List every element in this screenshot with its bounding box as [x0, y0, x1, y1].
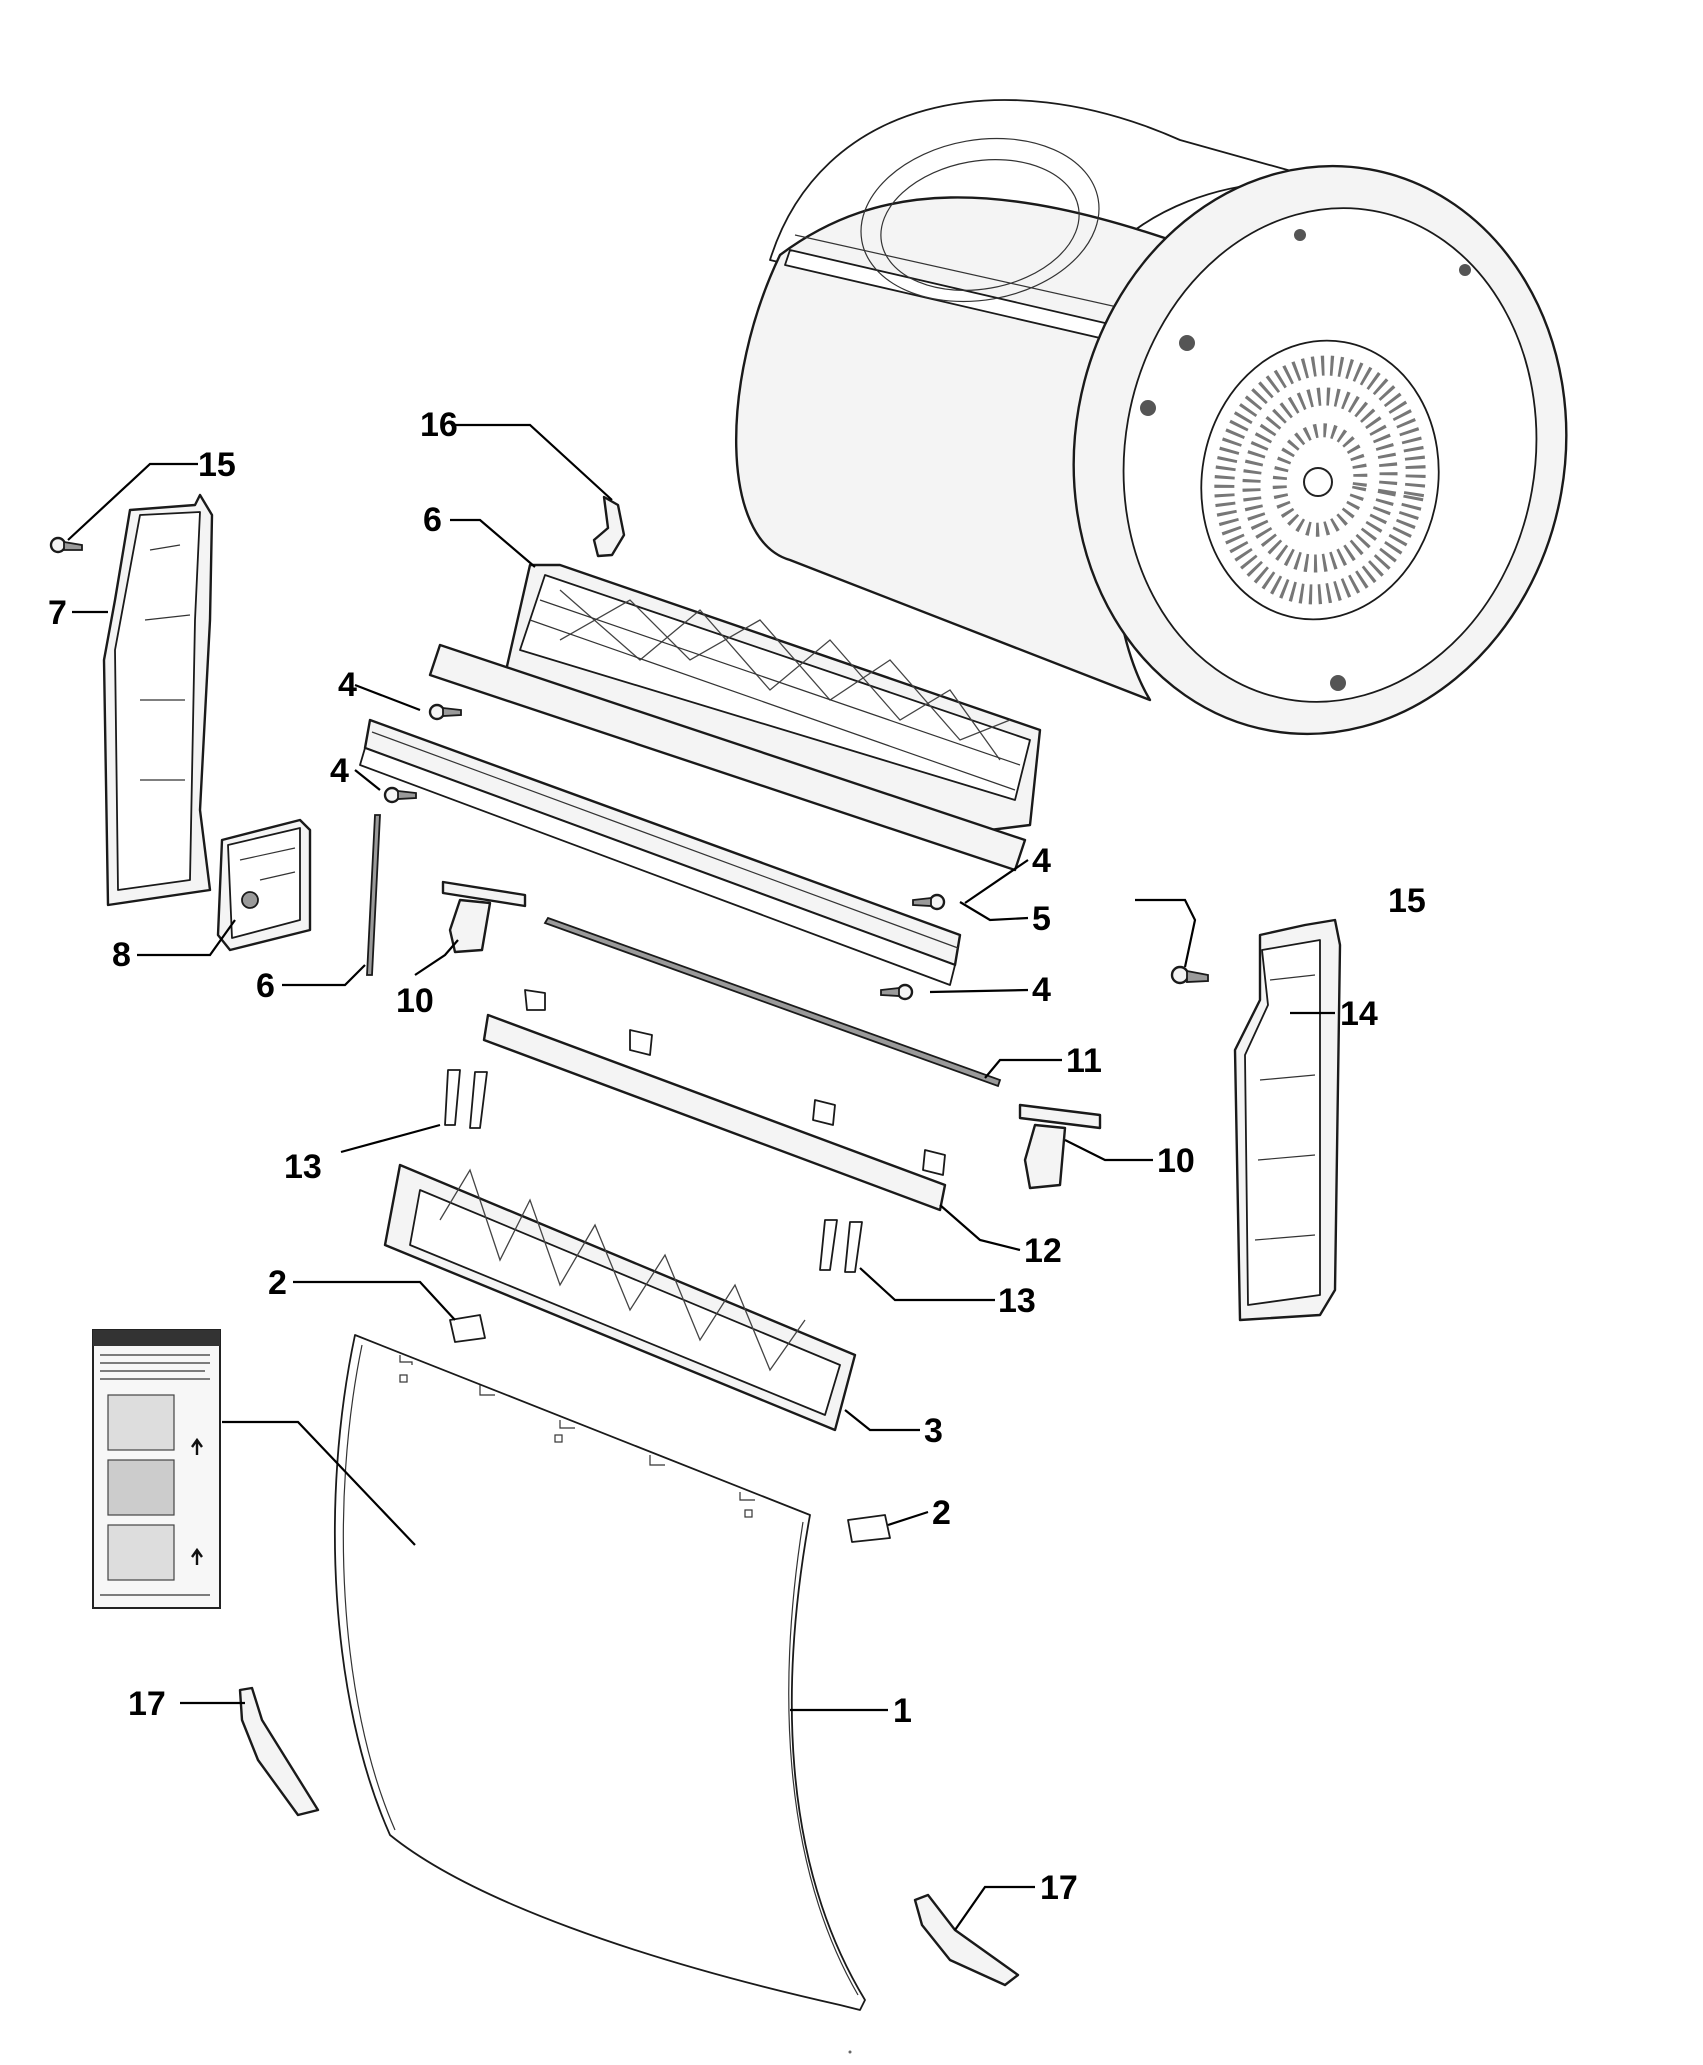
callout-4-d: 4	[1032, 971, 1051, 1009]
part-13-clips-left	[444, 1069, 488, 1129]
part-7-left-bracket	[102, 493, 214, 907]
callout-11: 11	[1066, 1042, 1102, 1080]
instruction-label	[92, 1329, 221, 1609]
callout-labels: 16 6 15 7 4 4 4 5 4 8 6 10 11 10 12 13 1…	[48, 406, 1426, 1907]
part-16-clip	[592, 495, 626, 558]
leader-lines	[67, 423, 1335, 1931]
part-15-screw-right	[1170, 965, 1209, 985]
part-10-clip-left	[441, 880, 527, 954]
part-6-rod	[366, 814, 381, 976]
callout-3: 3	[924, 1412, 943, 1450]
callout-7: 7	[48, 594, 67, 632]
callout-10-left: 10	[396, 982, 434, 1020]
part-5-rail	[359, 643, 1027, 986]
part-13-clips-right	[819, 1219, 863, 1273]
callout-13-left: 13	[284, 1148, 322, 1186]
part-8-switch-block	[216, 818, 312, 952]
callout-2-upper: 2	[268, 1264, 287, 1302]
callout-16: 16	[420, 406, 458, 444]
part-11-rod	[543, 916, 1002, 1088]
part-17-tab-left	[238, 1686, 320, 1817]
callout-4-b: 4	[330, 752, 349, 790]
part-12-lower-rail	[482, 989, 947, 1212]
part-2-plug-upper	[449, 1314, 486, 1343]
callout-10-right: 10	[1157, 1142, 1195, 1180]
part-1-curved-panel	[333, 1334, 866, 2011]
part-4-screws	[383, 703, 946, 1001]
callout-4-c: 4	[1032, 842, 1051, 880]
part-15-screw-left	[49, 536, 83, 554]
callout-12: 12	[1024, 1232, 1062, 1270]
part-10-clip-right	[1018, 1103, 1102, 1190]
callout-6-upper: 6	[423, 501, 442, 539]
callout-13-right: 13	[998, 1282, 1036, 1320]
callout-17-left: 17	[128, 1685, 166, 1723]
callout-8: 8	[112, 936, 131, 974]
part-17-tab-right	[913, 1893, 1020, 1987]
callout-1: 1	[893, 1692, 912, 1730]
callout-15-left: 15	[198, 446, 236, 484]
callout-17-right: 17	[1040, 1869, 1078, 1907]
part-2-plug-lower	[847, 1514, 891, 1543]
callout-14: 14	[1340, 995, 1378, 1033]
callout-2-lower: 2	[932, 1494, 951, 1532]
drum-perforation	[1214, 355, 1426, 605]
callout-15-right: 15	[1388, 882, 1426, 920]
part-14-right-bracket	[1233, 918, 1342, 1322]
callout-4-a: 4	[338, 666, 357, 704]
part-3-filter-housing-lower	[383, 1163, 857, 1432]
part-6-filter-housing-upper	[503, 563, 1042, 832]
callout-5: 5	[1032, 900, 1051, 938]
page-dot	[848, 2050, 852, 2054]
callout-6-lower: 6	[256, 967, 275, 1005]
drum-assembly	[735, 99, 1568, 736]
